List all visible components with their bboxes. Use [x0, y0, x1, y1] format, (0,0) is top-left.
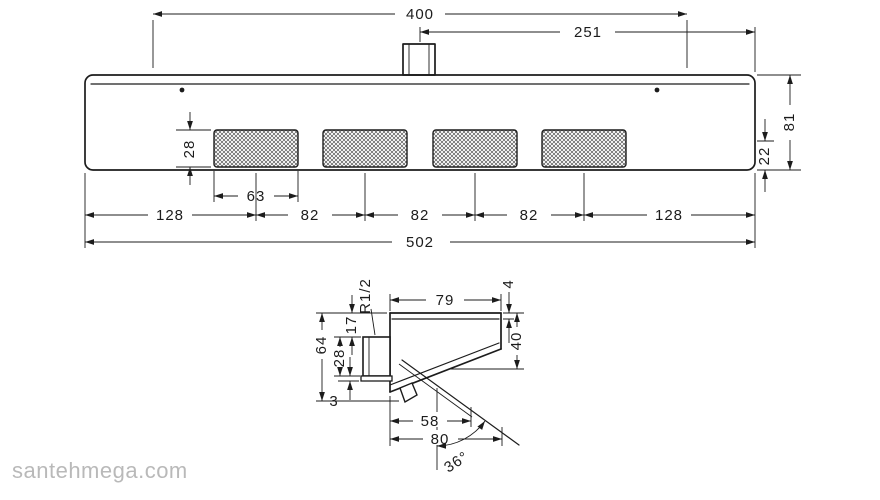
thread-label: R1/2 [357, 278, 374, 314]
front-view: 400 251 81 22 28 63 [84, 6, 801, 251]
spray-field-3 [432, 129, 518, 168]
side-profile [360, 312, 520, 470]
spray-field-4 [541, 129, 627, 168]
dim-spray-angle: 36° [436, 420, 486, 476]
wall-connector [362, 336, 391, 377]
dim-front-height-label: 40 [508, 332, 525, 351]
screw-hole-right [654, 87, 660, 93]
dim-front-height: 40 [508, 313, 525, 369]
dim-top-width: 400 [153, 6, 687, 23]
dim-top-lip: 4 [500, 279, 517, 343]
dim-total-width: 502 [85, 234, 755, 251]
profile-diagonal-inner [389, 342, 500, 386]
dim-depth-label: 79 [436, 292, 455, 309]
dim-spray-width: 63 [214, 188, 298, 205]
dim-spray-width-label: 63 [247, 188, 266, 205]
dim-bottom-lip-label: 22 [756, 147, 773, 166]
dim-depth: 79 [390, 292, 501, 309]
connector-flange [360, 375, 393, 382]
dim-pitch-1-label: 82 [301, 207, 320, 224]
dim-chain: 128 82 82 82 128 [85, 207, 755, 224]
spray-trajectory [401, 359, 520, 446]
dim-spray-height-label: 28 [181, 140, 198, 159]
dim-bottom-lip: 22 [756, 119, 773, 192]
dim-margin-right-label: 128 [655, 207, 683, 224]
dim-center-to-edge: 251 [420, 24, 755, 41]
dim-center-to-edge-label: 251 [574, 24, 602, 41]
thread-callout: R1/2 [357, 278, 376, 336]
dim-flange: 3 [329, 357, 353, 410]
shower-bar-body [84, 43, 756, 171]
dim-connector-height: 28 [331, 337, 348, 376]
dim-reach-inner: 58 [390, 412, 471, 430]
spray-fields [213, 129, 627, 168]
top-connector [402, 43, 436, 76]
dim-overall-height-label: 64 [313, 336, 330, 355]
dim-total-width-label: 502 [406, 234, 434, 251]
dim-spray-angle-label: 36° [441, 448, 472, 476]
dim-top-to-connector: 17 [343, 295, 360, 355]
spray-field-1 [213, 129, 299, 168]
dim-flange-label: 3 [329, 393, 338, 410]
dim-top-width-label: 400 [406, 6, 434, 23]
dim-reach-inner-label: 58 [421, 413, 440, 430]
dim-margin-left-label: 128 [156, 207, 184, 224]
dim-pitch-2-label: 82 [411, 207, 430, 224]
dim-height-label: 81 [781, 113, 798, 132]
dim-pitch-3-label: 82 [520, 207, 539, 224]
dim-connector-height-label: 28 [331, 349, 348, 368]
spray-trajectory-2 [398, 363, 473, 418]
dim-height: 81 [781, 75, 798, 170]
dim-top-lip-label: 4 [500, 279, 517, 288]
dim-top-to-connector-label: 17 [343, 316, 360, 335]
side-view: 79 4 40 R1/2 17 64 28 [313, 278, 525, 476]
screw-hole-left [179, 87, 185, 93]
dim-overall-height: 64 [313, 313, 330, 401]
dim-spray-height: 28 [181, 112, 198, 185]
spray-field-2 [322, 129, 408, 168]
nozzle [399, 382, 418, 404]
watermark-text: santehmega.com [12, 458, 188, 483]
